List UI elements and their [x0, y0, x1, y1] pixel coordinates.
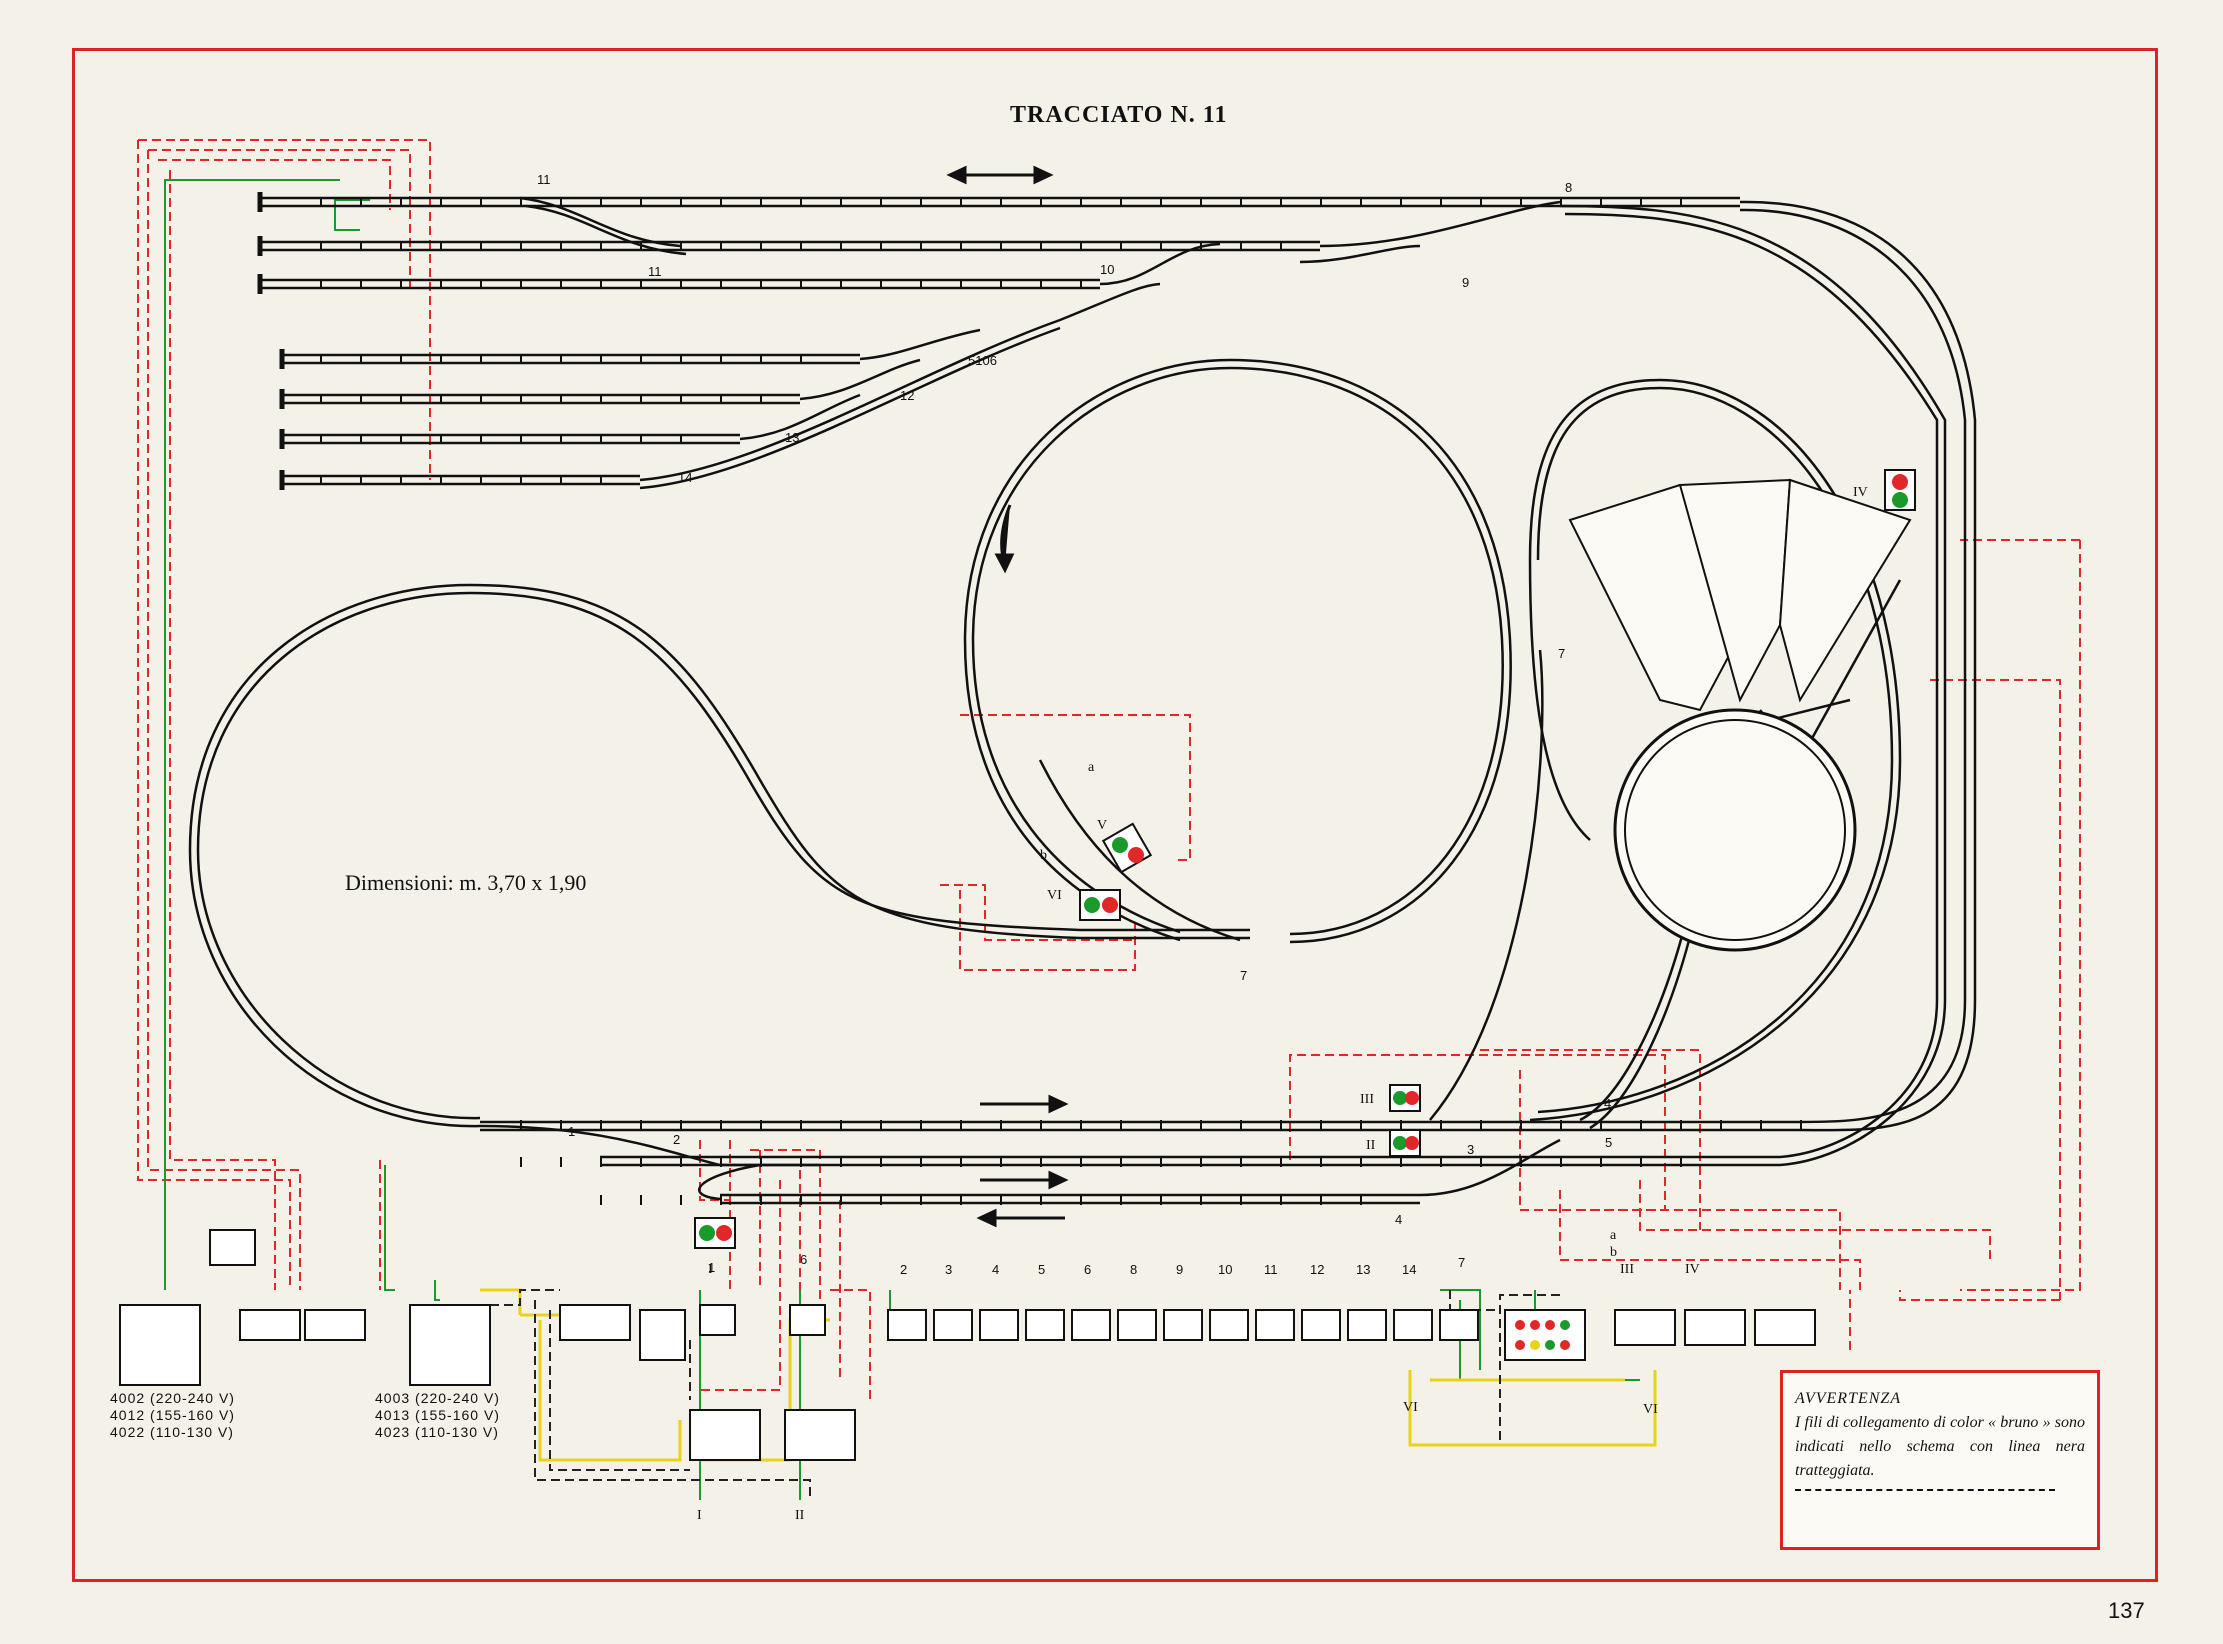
controller-roman: IV — [1685, 1262, 1700, 1277]
turnout-label: 7 — [1240, 968, 1248, 983]
signal-I — [694, 1217, 736, 1249]
controller-number: 8 — [1130, 1262, 1138, 1277]
controller-number: 9 — [1176, 1262, 1184, 1277]
wire-label: b — [1040, 848, 1047, 863]
turnout-label: 1 — [568, 1124, 576, 1139]
red-border-frame — [72, 48, 2158, 1582]
controller-number: 12 — [1310, 1262, 1325, 1277]
transformer-2 — [409, 1304, 491, 1386]
signal-label: III — [1360, 1092, 1374, 1107]
controller-number: 10 — [1218, 1262, 1233, 1277]
turnout-label: 5 — [1605, 1135, 1613, 1150]
signal-label: IV — [1853, 485, 1868, 500]
signal-II — [1389, 1129, 1421, 1157]
signal-label: I — [708, 1262, 713, 1277]
controller-number: 2 — [900, 1262, 908, 1277]
controller-number: 7 — [1458, 1255, 1466, 1270]
turntable-roundhouse — [1568, 478, 1912, 952]
switch-controllers — [887, 1309, 1479, 1341]
tracks — [188, 192, 1977, 1205]
controller-number: 14 — [1402, 1262, 1417, 1277]
turnout-label: 7 — [1558, 646, 1566, 661]
controller-number: 5 — [1038, 1262, 1046, 1277]
wire-label: b — [1610, 1245, 1617, 1260]
direction-arrows — [946, 165, 1069, 1228]
signal-label: V — [1097, 818, 1108, 833]
transformers — [119, 1229, 491, 1386]
signal-IV — [1884, 469, 1916, 511]
turnout-label: 12 — [900, 388, 915, 403]
turnout-label: 3 — [1467, 1142, 1475, 1157]
warning-title: AVVERTENZA — [1795, 1390, 1902, 1407]
bottom-tracks — [698, 1138, 1561, 1205]
bottom-roman: II — [795, 1508, 805, 1523]
turnout-label: 4 — [1604, 1096, 1612, 1111]
wire-label: a — [1610, 1228, 1617, 1243]
page-title: TRACCIATO N. 11 — [1010, 102, 1228, 128]
power-supply-models-1: 4002 (220-240 V) 4012 (155-160 V) 4022 (… — [110, 1390, 235, 1440]
controller-roman: III — [1620, 1262, 1634, 1277]
outer-loop — [480, 200, 1977, 1167]
bottom-roman: VI — [1643, 1402, 1658, 1417]
turnout-label: 2 — [673, 1132, 681, 1147]
wire-label: a — [1088, 760, 1095, 775]
turnout-label: 14 — [678, 470, 693, 485]
controller-number: 1 — [708, 1260, 716, 1275]
signal-label: II — [1366, 1138, 1376, 1153]
signal-label: VI — [1047, 888, 1062, 903]
controller-number: 6 — [1084, 1262, 1092, 1277]
bottom-roman: VI — [1403, 1400, 1418, 1415]
warning-body: I fili di collegamento di color « bruno … — [1795, 1414, 2085, 1479]
red-wires — [137, 139, 2081, 1400]
signal-III — [1389, 1084, 1421, 1112]
middle-loop — [963, 358, 1512, 944]
controller-number: 6 — [800, 1252, 808, 1267]
page-number: 137 — [2108, 1598, 2145, 1623]
turnout-label: 9 — [1462, 275, 1470, 290]
power-supply-models-2: 4003 (220-240 V) 4013 (155-160 V) 4023 (… — [375, 1390, 500, 1440]
dimensions-label: Dimensioni: m. 3,70 x 1,90 — [345, 870, 587, 895]
controller-number: 3 — [945, 1262, 953, 1277]
transformer-1 — [119, 1304, 201, 1386]
warning-box: AVVERTENZA I fili di collegamento di col… — [1780, 1370, 2100, 1550]
turnout-label: 11 — [537, 172, 551, 187]
bottom-roman: I — [697, 1508, 702, 1523]
control-panels — [239, 1304, 1816, 1461]
brown-wire-legend-line — [1795, 1489, 2055, 1491]
turnout-label: 4 — [1395, 1212, 1403, 1227]
signal-VI — [1079, 889, 1121, 921]
buffer-stops — [257, 192, 285, 490]
panel-lamps — [1515, 1320, 1570, 1350]
turnout-label: 11 — [648, 264, 662, 279]
turnout-label: 10 — [1100, 262, 1115, 277]
turnout-label: 8 — [1565, 180, 1573, 195]
signal-V — [1101, 822, 1153, 874]
signals — [694, 469, 1916, 1249]
turnout-label: 13 — [785, 430, 800, 445]
turnout-label: 5106 — [968, 353, 997, 368]
controller-number: 11 — [1264, 1262, 1278, 1277]
controller-number: 13 — [1356, 1262, 1371, 1277]
green-wires — [164, 179, 1640, 1500]
controller-number: 4 — [992, 1262, 1000, 1277]
